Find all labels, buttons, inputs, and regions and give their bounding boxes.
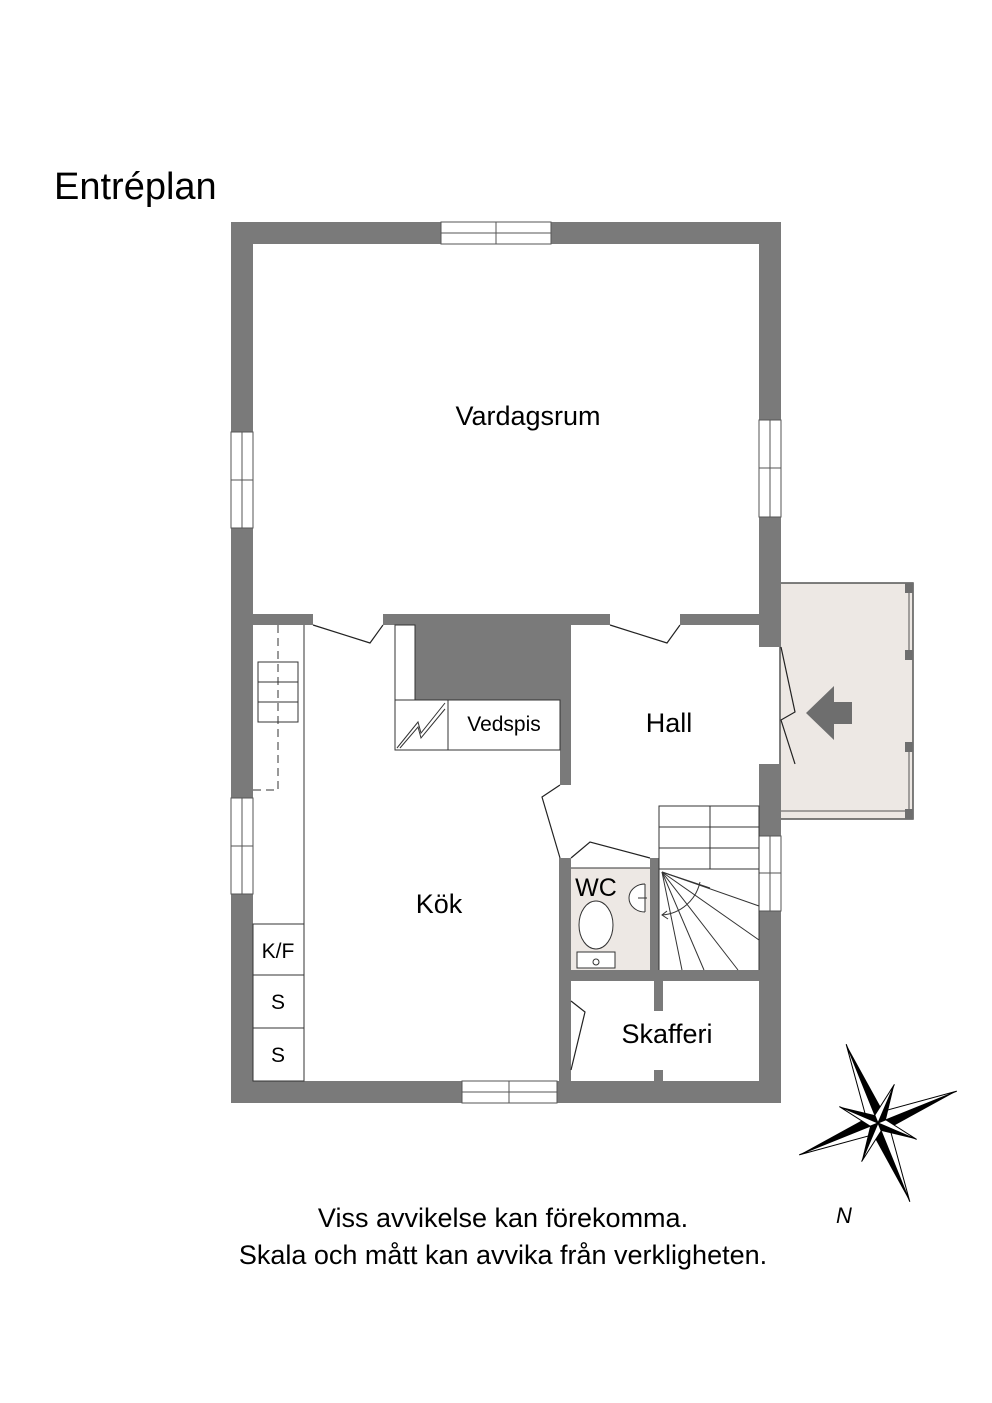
kitchen-counter — [252, 625, 305, 1082]
compass-north-label: N — [836, 1203, 852, 1228]
disclaimer-line-2: Skala och mått kan avvika från verklighe… — [238, 1240, 768, 1270]
wc-room — [571, 867, 650, 970]
appliance-label-s1: S — [271, 991, 285, 1014]
appliance-label-s2: S — [271, 1044, 285, 1067]
toilet-icon — [578, 900, 614, 950]
compass-rose-icon — [799, 1044, 957, 1202]
room-label-wc: WC — [575, 874, 617, 902]
interior-walls — [253, 614, 759, 1081]
staircase — [658, 805, 760, 971]
page-title: Entréplan — [54, 166, 217, 208]
outer-walls — [231, 222, 781, 1103]
wood-stove — [394, 624, 561, 751]
room-label-hall: Hall — [646, 708, 693, 738]
windows — [230, 221, 782, 1104]
room-label-vedspis: Vedspis — [467, 713, 541, 736]
room-label-vardagsrum: Vardagsrum — [455, 401, 600, 431]
sink-icon — [628, 883, 646, 913]
room-label-kok: Kök — [416, 889, 463, 919]
doors — [312, 624, 796, 1071]
entrance-arrow-icon — [806, 686, 852, 740]
appliance-label-kf: K/F — [262, 940, 295, 963]
entry-porch — [779, 582, 914, 820]
room-label-skafferi: Skafferi — [621, 1019, 712, 1049]
disclaimer-line-1: Viss avvikelse kan förekomma. — [317, 1203, 689, 1233]
